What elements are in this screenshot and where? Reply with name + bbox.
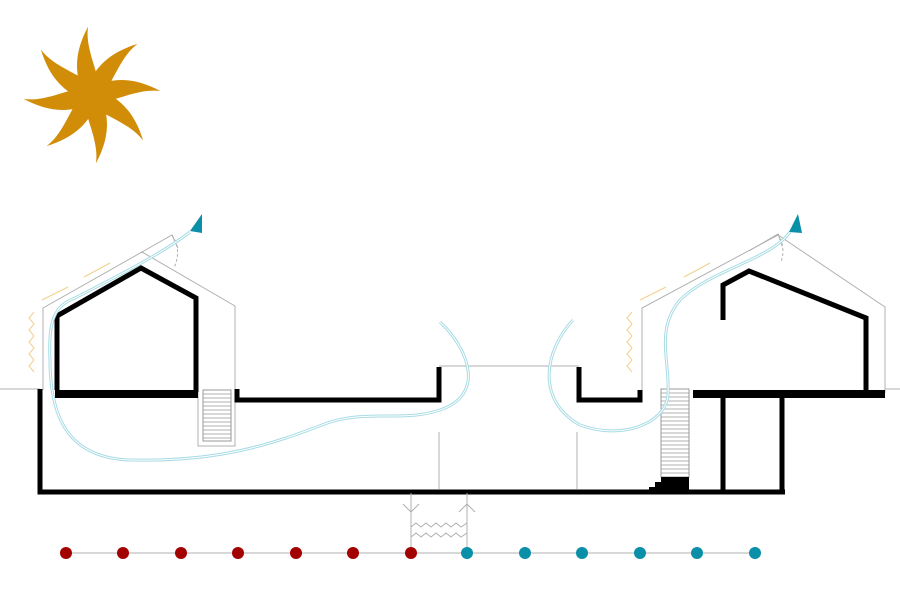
cool-dot <box>634 547 646 559</box>
cool-dot <box>576 547 588 559</box>
warm-dot <box>232 547 244 559</box>
airflow-left <box>48 214 470 462</box>
warm-dot <box>60 547 72 559</box>
cool-dot <box>519 547 531 559</box>
cool-dot <box>749 547 761 559</box>
warm-dot <box>347 547 359 559</box>
temperature-scale <box>60 547 761 559</box>
arrow-up-icon <box>789 214 802 233</box>
airflow-right <box>547 214 802 433</box>
stair-left <box>202 389 232 442</box>
sun-petal <box>40 49 97 102</box>
warm-dot <box>290 547 302 559</box>
arrow-up-icon <box>190 214 202 233</box>
warm-dot <box>117 547 129 559</box>
cool-dot <box>691 547 703 559</box>
warm-dot <box>405 547 417 559</box>
cool-dot <box>461 547 473 559</box>
warm-dot <box>175 547 187 559</box>
right-house <box>626 233 886 492</box>
left-house <box>28 234 236 447</box>
sun-icon <box>23 26 161 164</box>
basement <box>37 365 785 495</box>
heat-exchanger <box>402 493 476 553</box>
